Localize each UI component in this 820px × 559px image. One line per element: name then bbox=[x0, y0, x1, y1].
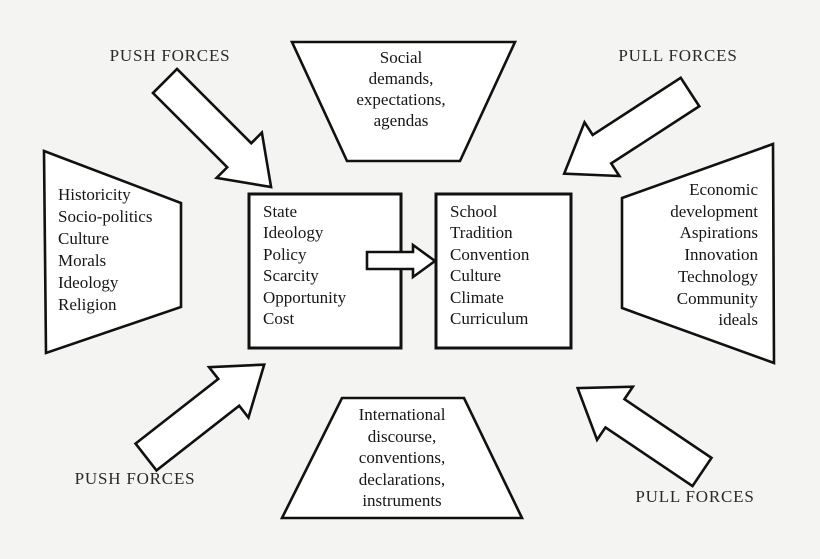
right-center-box-text: School Tradition Convention Culture Clim… bbox=[450, 202, 530, 329]
left-center-box bbox=[247, 192, 403, 350]
push-arrow-top-left-icon bbox=[151, 67, 273, 189]
top-trapezoid bbox=[289, 40, 518, 163]
right-center-box bbox=[434, 192, 573, 350]
bottom-trapezoid bbox=[279, 396, 525, 520]
left-trapezoid-text: Historicity Socio-politics Culture Moral… bbox=[58, 185, 153, 314]
left-center-box-text: State Ideology Policy Scarcity Opportuni… bbox=[263, 202, 347, 329]
top-trapezoid-text: Social demands, expectations, agendas bbox=[356, 48, 446, 130]
pull-arrow-bottom-right-icon bbox=[575, 385, 714, 488]
left-trapezoid bbox=[42, 149, 183, 355]
right-arrow-icon bbox=[365, 242, 438, 280]
bottom-trapezoid-text: International discourse, conventions, de… bbox=[358, 405, 446, 510]
right-trapezoid bbox=[620, 142, 776, 365]
push-arrow-bottom-left-icon bbox=[133, 363, 266, 473]
pull-forces-bottom-label: PULL FORCES bbox=[635, 487, 755, 506]
right-trapezoid-text: Economic development Aspirations Innovat… bbox=[670, 180, 758, 330]
pull-arrow-top-right-icon bbox=[562, 75, 702, 178]
push-forces-bottom-label: PUSH FORCES bbox=[74, 469, 196, 488]
pull-forces-top-label: PULL FORCES bbox=[618, 46, 738, 65]
push-forces-top-label: PUSH FORCES bbox=[109, 46, 231, 65]
